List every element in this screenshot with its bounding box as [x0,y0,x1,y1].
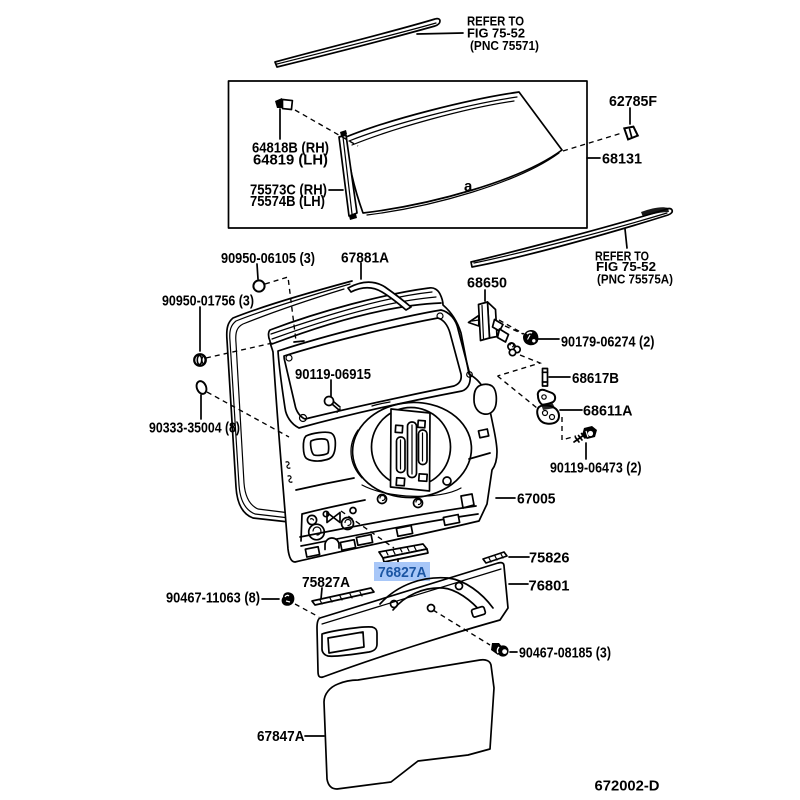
svg-text:90467-08185 (3): 90467-08185 (3) [519,645,611,662]
svg-text:FIG 75-52: FIG 75-52 [467,26,525,41]
svg-text:(PNC 75571): (PNC 75571) [470,38,539,53]
svg-text:64818B (RH): 64818B (RH) [252,140,329,157]
svg-text:75573C (RH): 75573C (RH) [250,182,327,199]
svg-text:90333-35004 (8): 90333-35004 (8) [149,420,240,437]
svg-text:76801: 76801 [529,578,570,595]
svg-text:90950-06105 (3): 90950-06105 (3) [221,250,315,267]
svg-text:75826: 75826 [529,550,570,567]
svg-text:90467-11063 (8): 90467-11063 (8) [166,590,260,607]
svg-text:90119-06915: 90119-06915 [295,366,371,383]
svg-text:68611A: 68611A [583,403,633,420]
svg-text:67881A: 67881A [341,250,389,267]
svg-text:REFER TO: REFER TO [595,249,649,264]
svg-text:67847A: 67847A [257,728,305,745]
svg-text:90179-06274 (2): 90179-06274 (2) [561,334,655,351]
svg-text:76827A: 76827A [378,564,427,581]
svg-text:90119-06473 (2): 90119-06473 (2) [550,460,642,477]
svg-text:68650: 68650 [467,275,507,292]
svg-text:a: a [464,178,473,195]
svg-text:75574B (LH): 75574B (LH) [250,193,325,210]
svg-text:68131: 68131 [602,151,642,168]
svg-text:FIG 75-52: FIG 75-52 [596,259,656,274]
svg-text:75827A: 75827A [302,574,350,591]
svg-text:REFER TO: REFER TO [467,14,524,29]
svg-text:672002-D: 672002-D [595,778,660,795]
svg-text:62785F: 62785F [609,93,657,110]
svg-text:90950-01756 (3): 90950-01756 (3) [162,293,254,310]
svg-text:(PNC 75575A): (PNC 75575A) [597,272,673,287]
svg-text:67005: 67005 [517,491,556,508]
svg-text:68617B: 68617B [572,370,619,387]
svg-text:64819 (LH): 64819 (LH) [253,152,328,169]
